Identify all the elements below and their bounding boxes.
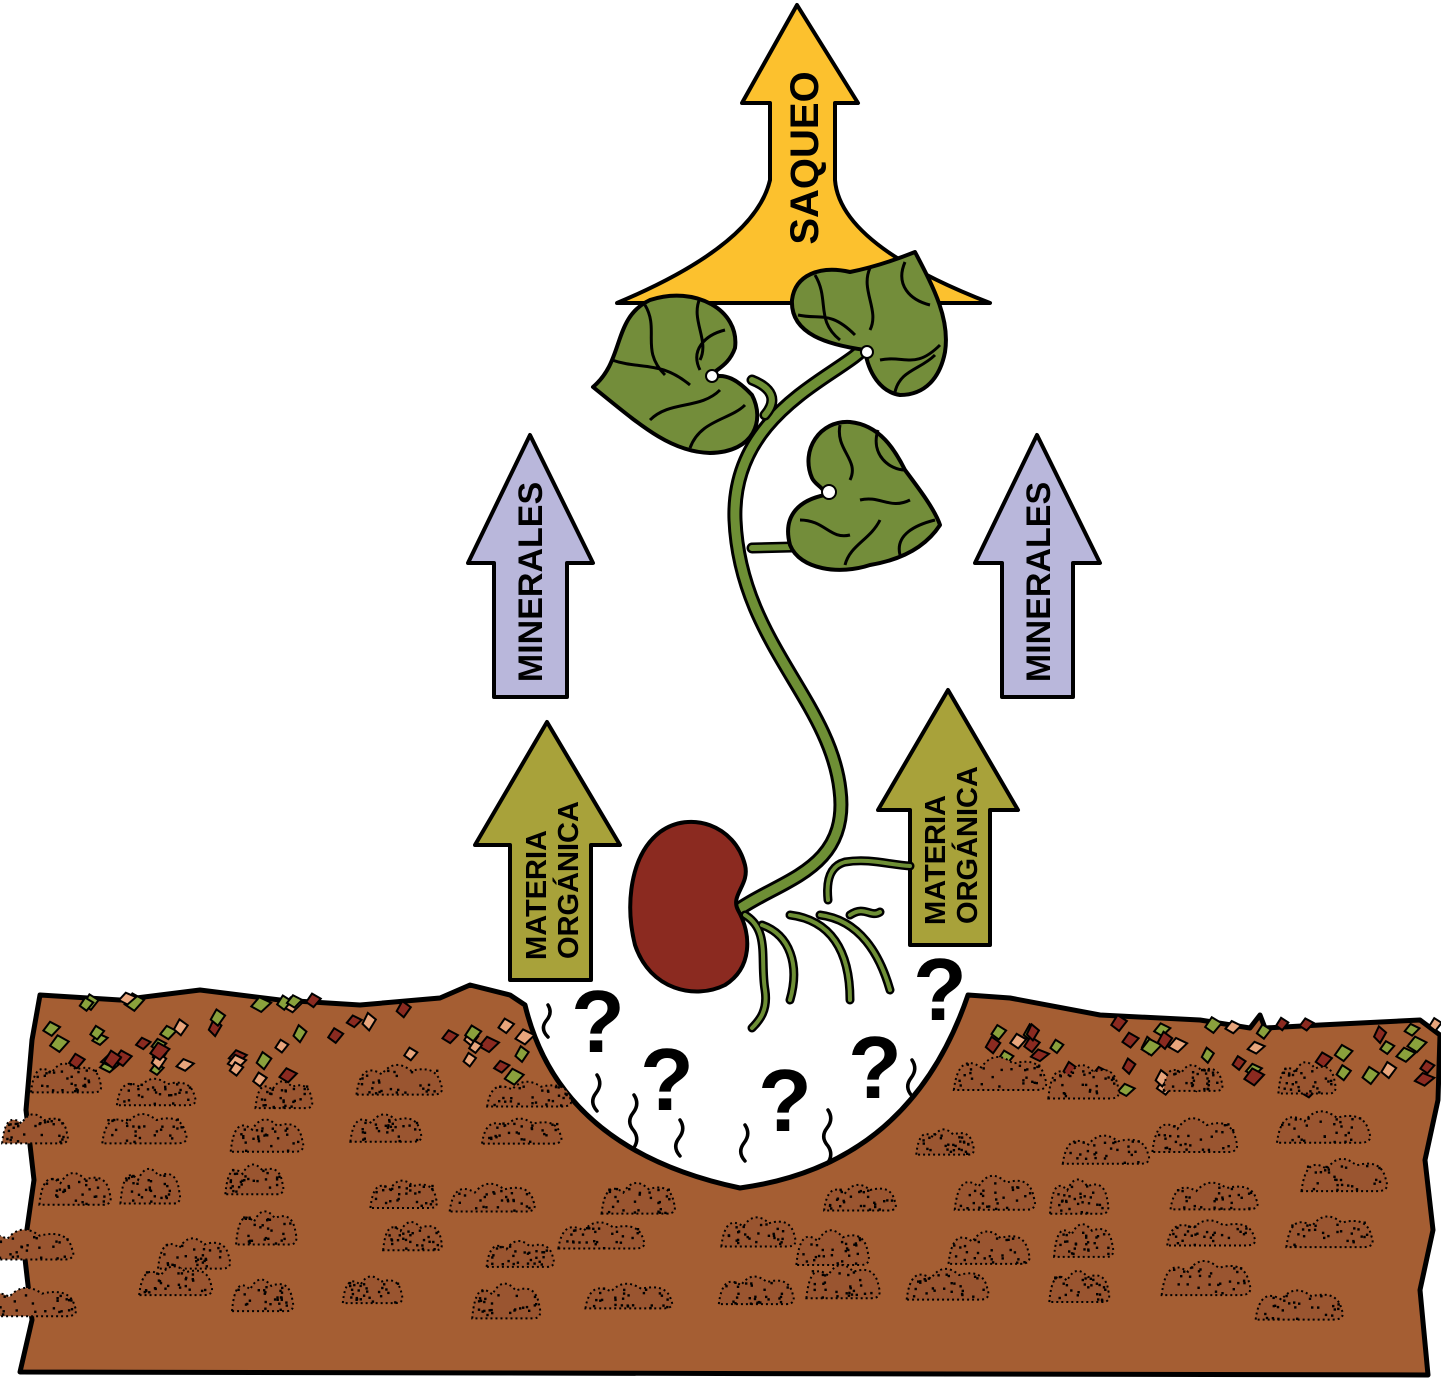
leaf-lower-right [788,422,940,570]
materia-organica-arrow-right: MATERIA ORGÁNICA [878,690,1018,945]
soil-aggregate [1167,1220,1255,1246]
materia-left-line2: ORGÁNICA [551,801,585,959]
minerales-label-right: MINERALES [1020,482,1058,682]
soil-aggregate [558,1222,644,1249]
materia-organica-arrow-left: MATERIA ORGÁNICA [475,722,620,980]
question-mark-5: ? [913,940,967,1039]
minerales-arrow-left: MINERALES [468,435,593,697]
saqueo-arrow: SAQUEO [617,5,990,303]
materia-right-line2: ORGÁNICA [950,766,984,924]
question-mark-2: ? [640,1030,694,1129]
plant [593,252,946,1028]
materia-right-line1: MATERIA [920,795,952,925]
leaf-top-right [792,252,946,395]
saqueo-label: SAQUEO [783,71,827,244]
question-mark-1: ? [571,972,625,1071]
bean-seed [630,822,747,992]
materia-left-line1: MATERIA [521,830,553,960]
question-mark-3: ? [758,1051,812,1150]
leaf-left [593,296,757,453]
minerales-arrow-right: MINERALES [975,435,1100,697]
minerales-label-left: MINERALES [512,482,550,682]
question-mark-4: ? [848,1018,902,1117]
